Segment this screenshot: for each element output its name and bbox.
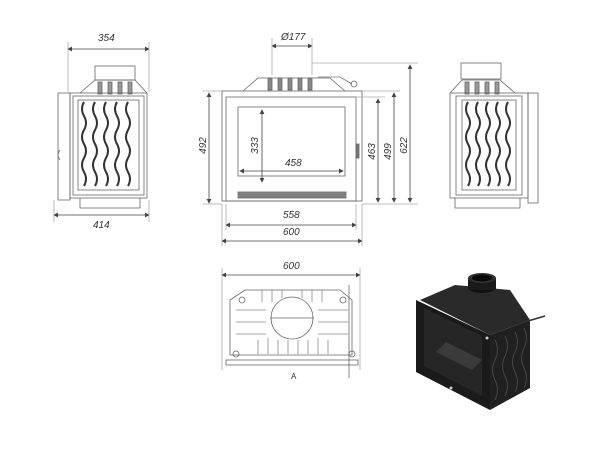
- side-view-right: [449, 62, 539, 209]
- front-mark: A: [291, 372, 297, 381]
- side-view-left: [53, 42, 150, 222]
- front-view: [203, 38, 418, 246]
- dim-top-view-width: 600: [283, 261, 300, 272]
- dim-glass-height: 333: [249, 137, 261, 154]
- dim-glass-width: 458: [285, 158, 302, 169]
- dim-body-height: 499: [382, 143, 394, 160]
- render-3d: [416, 273, 546, 410]
- dim-flue-diameter: Ø177: [281, 32, 306, 43]
- dim-frame-width: 558: [283, 210, 300, 221]
- dim-frame-height: 463: [366, 143, 378, 160]
- top-view: [221, 268, 361, 378]
- dim-total-height: 622: [398, 137, 410, 154]
- dim-overall-width: 600: [283, 227, 300, 238]
- dim-side-bottom-width: 414: [93, 220, 110, 231]
- dim-side-top-width: 354: [98, 33, 115, 44]
- dim-overall-height-left: 492: [197, 137, 209, 154]
